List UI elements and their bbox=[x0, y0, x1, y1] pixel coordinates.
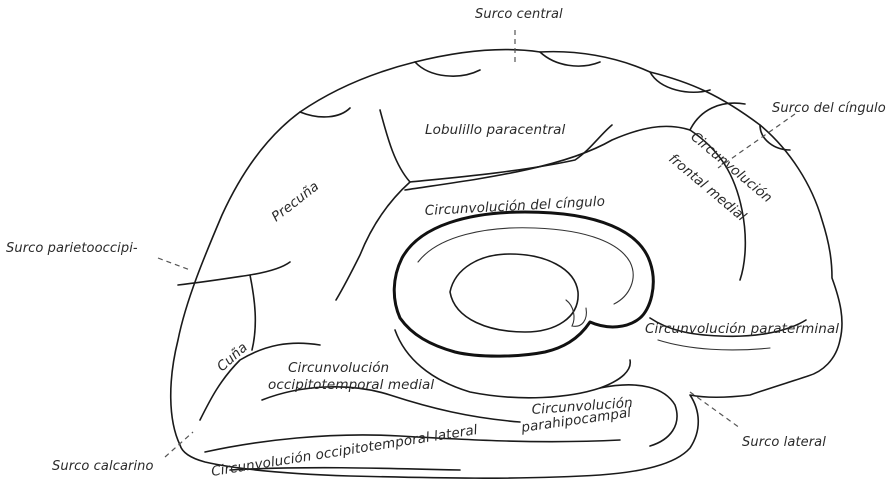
label-surco-parietooccipital: Surco parietooccipi- bbox=[6, 241, 138, 256]
hemisphere-outline bbox=[171, 50, 842, 479]
surco-calcarino-pointer bbox=[165, 432, 193, 457]
label-circ-occipitotemporal-medial-1: Circunvolución bbox=[288, 360, 389, 376]
label-circ-occipitotemporal-medial-2: occipitotemporal medial bbox=[268, 377, 434, 393]
label-precuna: Precuña bbox=[269, 178, 323, 225]
paraterminal-inner bbox=[658, 340, 770, 350]
surco-parietooccipital-pointer bbox=[158, 258, 190, 270]
precuneus-border bbox=[336, 182, 410, 300]
label-lobulillo-paracentral: Lobulillo paracentral bbox=[425, 122, 566, 138]
thalamus-outline bbox=[450, 254, 578, 332]
label-circ-occipitotemporal-lateral: Circunvolución occipitotemporal lateral bbox=[210, 422, 479, 480]
paracentral-lobule-border bbox=[380, 110, 612, 182]
label-surco-central: Surco central bbox=[475, 7, 563, 22]
corpus-callosum-outline bbox=[394, 212, 653, 356]
label-surco-cingulo: Surco del cíngulo bbox=[772, 101, 886, 116]
label-circ-frontal-medial-1: Circunvolución bbox=[687, 129, 775, 206]
frontal-medial-line bbox=[690, 103, 745, 130]
label-circ-paraterminal: Circunvolución paraterminal bbox=[645, 321, 839, 337]
cuneus-inner-line bbox=[250, 275, 255, 350]
label-surco-lateral: Surco lateral bbox=[742, 435, 826, 450]
label-surco-calcarino: Surco calcarino bbox=[52, 459, 154, 474]
